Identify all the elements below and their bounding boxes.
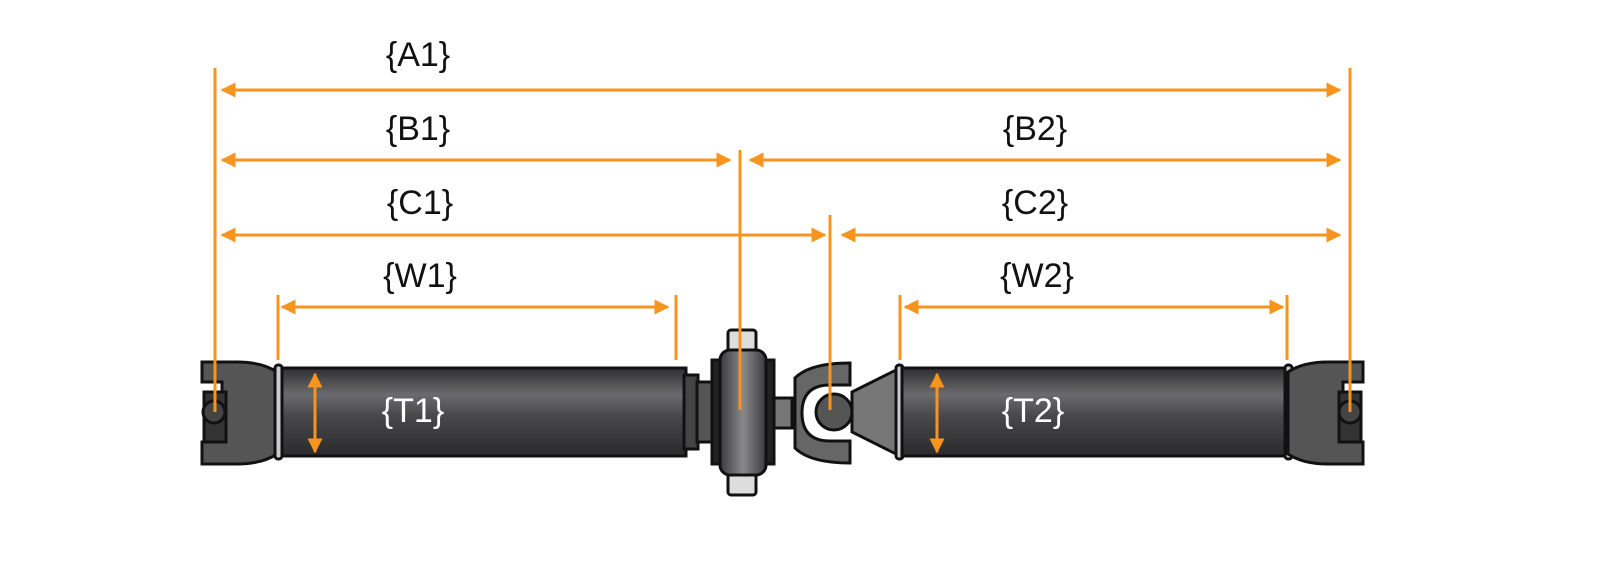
right-yoke — [793, 361, 852, 465]
label-b2: {B2} — [1003, 110, 1067, 148]
right-tube — [900, 366, 1290, 458]
label-c1: {C1} — [387, 184, 453, 222]
label-w2: {W2} — [1000, 257, 1074, 295]
label-c2: {C2} — [1002, 184, 1068, 222]
driveshaft — [200, 328, 1365, 497]
left-weld-ring — [273, 363, 284, 461]
label-t1: {T1} — [382, 392, 444, 430]
cone-adapter — [850, 365, 902, 459]
left-tube — [276, 366, 688, 458]
label-a1: {A1} — [386, 36, 450, 74]
label-t2: {T2} — [1002, 392, 1064, 430]
u-joint-cross — [814, 392, 854, 432]
right-end-yoke — [1286, 360, 1365, 466]
dimension-lines — [213, 68, 1352, 454]
label-b1: {B1} — [386, 110, 450, 148]
center-bearing — [718, 348, 768, 477]
left-yoke — [200, 360, 279, 466]
label-w1: {W1} — [383, 257, 457, 295]
